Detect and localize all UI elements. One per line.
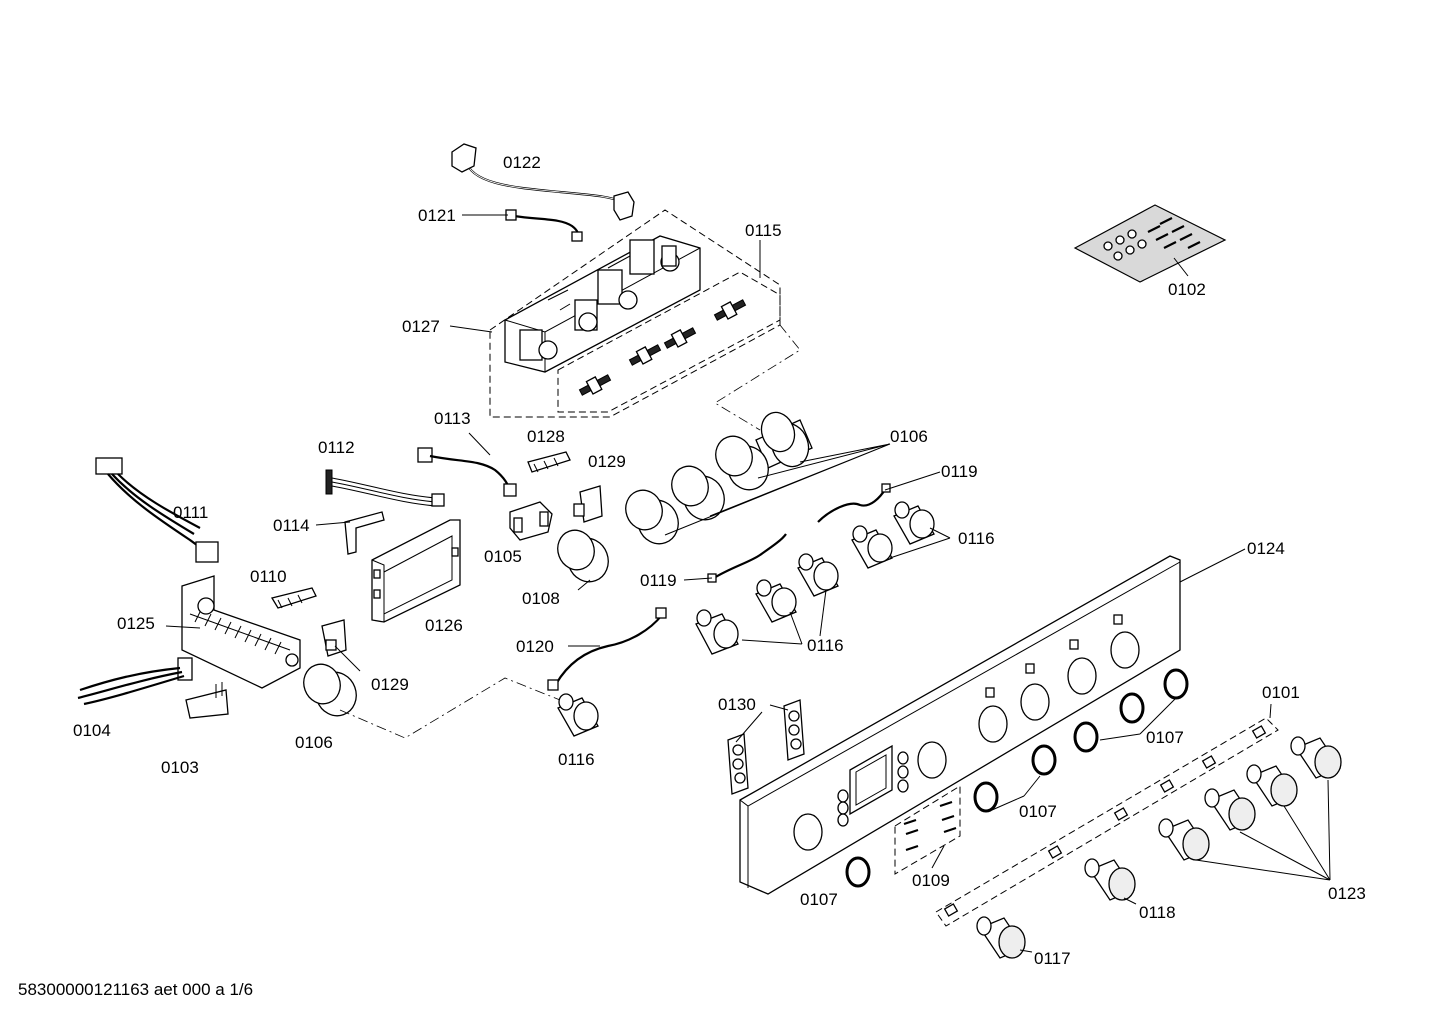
ring-0107-2 [1031,744,1057,776]
cable-0120 [547,607,667,691]
label-0111: 0111 [173,503,208,522]
strip-0101 [935,717,1279,927]
label-0107-mid: 0107 [1019,802,1057,821]
cable-0121 [505,209,583,242]
cable-0113 [417,447,517,497]
label-0112: 0112 [318,438,355,457]
knob-housing-0106-2 [715,435,769,491]
knob-housing-0106-1 [755,411,813,469]
ring-0107-6 [845,856,871,888]
label-0117: 0117 [1034,949,1071,968]
label-0120: 0120 [516,637,554,656]
label-0124: 0124 [1247,539,1285,558]
label-0125: 0125 [117,614,155,633]
label-0129-bottom: 0129 [371,675,409,694]
clip-0103 [185,682,229,719]
lamp-0116-d [755,579,797,623]
ring-0107-3 [1073,721,1099,753]
terminal-board-0125 [181,575,301,689]
control-board-0126 [371,519,461,623]
ring-0107-1 [973,781,999,813]
shafts-0115 [578,299,747,396]
label-0121: 0121 [418,206,456,225]
label-0128: 0128 [527,427,565,446]
knob-0118 [1084,858,1136,901]
leader-lines [165,214,1331,953]
label-0116-mid: 0116 [807,636,844,655]
label-0107-right: 0107 [1146,728,1184,747]
switch-0129-lower [321,619,347,657]
knob-housing-0106-3 [671,465,725,521]
cable-0119-upper [817,483,891,523]
label-0108: 0108 [522,589,560,608]
label-0115: 0115 [745,221,782,240]
knob-0123-3 [1246,764,1298,807]
switch-0105 [509,501,553,541]
control-panel-0124 [739,555,1181,895]
label-0106-top: 0106 [890,427,928,446]
label-0116-bottom: 0116 [558,750,595,769]
label-0104: 0104 [73,721,111,740]
ring-0107-4 [1119,692,1145,724]
cable-0119-lower [707,533,787,583]
bracket-0114 [344,511,385,555]
label-0107-bottom: 0107 [800,890,838,909]
centerline-0106 [339,677,561,739]
label-0130: 0130 [718,695,756,714]
switch-module-0127 [504,235,701,373]
label-0113: 0113 [434,409,471,428]
screw-bag-0102 [1073,204,1227,283]
label-0118: 0118 [1139,903,1176,922]
cable-0122 [451,143,635,221]
label-0119-mid: 0119 [640,571,677,590]
label-0129-top: 0129 [588,452,626,471]
lamp-0116-e [695,609,739,655]
label-0119-top: 0119 [941,462,978,481]
label-0126: 0126 [425,616,463,635]
cable-0112 [325,469,445,507]
label-0103: 0103 [161,758,199,777]
label-0122: 0122 [503,153,541,172]
label-0127: 0127 [402,317,440,336]
connector-0110 [270,587,317,609]
cable-0111 [95,457,219,563]
knob-housing-0106-4 [625,489,679,545]
label-0110: 0110 [250,567,287,586]
light-cover-0130 [727,699,805,795]
screws-0109 [894,785,961,875]
cable-0104 [77,657,193,706]
lamp-0116-b [851,525,893,569]
label-0109: 0109 [912,871,950,890]
knob-housing-0108 [557,529,609,583]
switch-0129-upper [573,485,603,523]
label-0101: 0101 [1262,683,1300,702]
lamp-0116-f [557,693,599,737]
label-0123: 0123 [1328,884,1366,903]
knob-housing-0106-lower [303,663,357,717]
module-group-0127 [489,209,801,431]
label-0102: 0102 [1168,280,1206,299]
label-0116-right: 0116 [958,529,995,548]
label-0114: 0114 [273,516,310,535]
knob-0123-1 [1158,818,1210,861]
connector-0128 [527,451,571,473]
knob-0117 [976,916,1026,959]
knob-0123-2 [1204,788,1256,831]
ring-0107-5 [1163,668,1189,700]
document-id-footer: 58300000121163 aet 000 a 1/6 [18,980,254,999]
label-0106-bottom: 0106 [295,733,333,752]
knob-0123-4 [1290,736,1342,779]
lamp-0116-a [893,501,935,545]
lamp-0116-c [797,553,839,597]
label-0105: 0105 [484,547,522,566]
